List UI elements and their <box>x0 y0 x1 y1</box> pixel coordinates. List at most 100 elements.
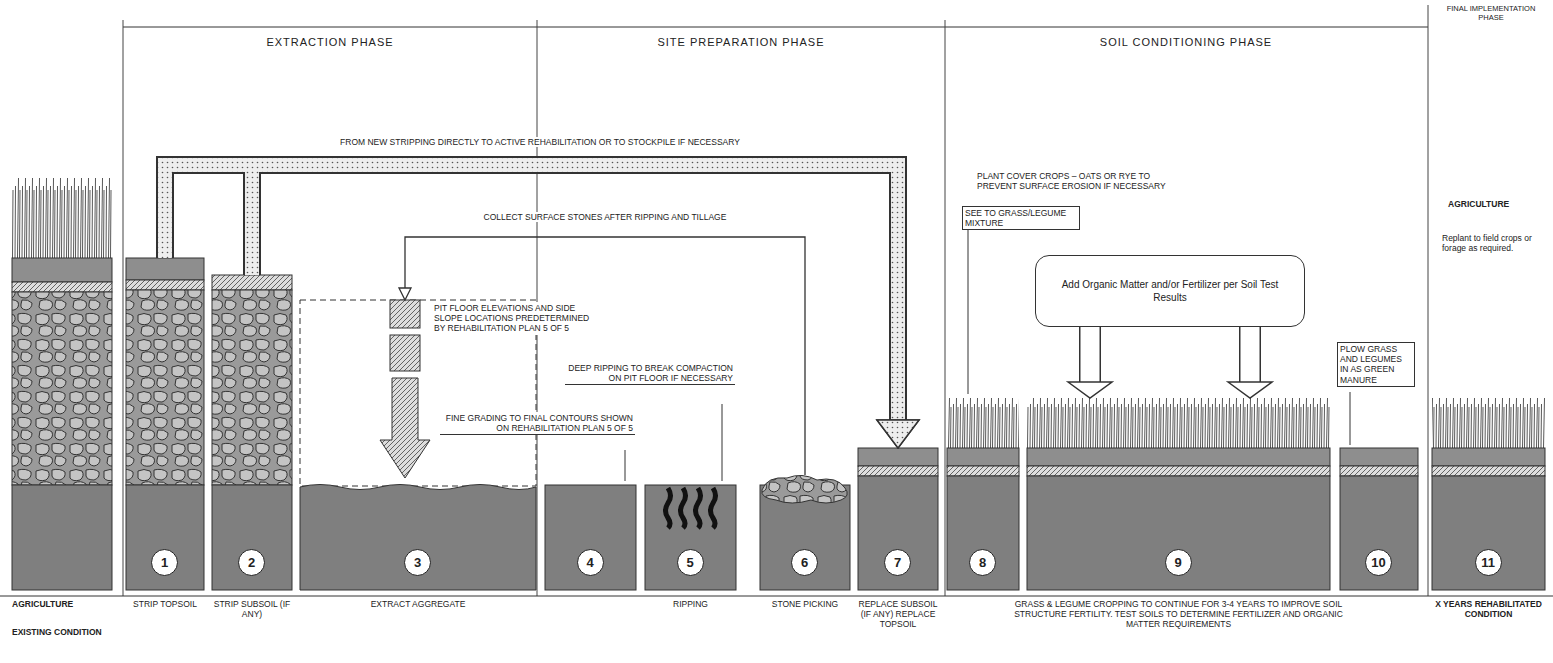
strip-topsoil-profile <box>126 280 204 290</box>
step-caption-group: STRIP SUBSOIL (IF ANY) <box>213 599 291 619</box>
step-caption-group: X YEARS REHABILITATED CONDITION <box>1433 599 1545 619</box>
transfer-arrow <box>252 165 898 420</box>
step-caption: RIPPING <box>646 599 736 609</box>
replaced-soil-profile <box>858 398 1545 590</box>
replaced-soil-profile <box>947 466 1019 476</box>
ripping-profile <box>645 485 736 590</box>
callout-number: 3 <box>404 549 431 576</box>
leader-line <box>1350 392 1351 445</box>
ripping-profile <box>645 485 736 590</box>
existing-profile <box>12 292 112 485</box>
replaced-soil-profile <box>858 466 938 476</box>
callout-number: 4 <box>577 549 604 576</box>
base-line <box>0 596 1553 597</box>
replaced-soil-profile <box>947 398 1019 448</box>
transfer-arrow <box>252 165 898 420</box>
phase-divider <box>123 5 1428 596</box>
replaced-soil-profile <box>1027 448 1330 466</box>
phase-header: SITE PREPARATION PHASE <box>651 36 830 49</box>
strip-topsoil-profile <box>126 290 204 485</box>
leader-line <box>722 404 723 481</box>
callout-number: 7 <box>884 549 911 576</box>
step-caption: GRASS & LEGUME CROPPING TO CONTINUE FOR … <box>1009 599 1349 630</box>
arrow-label: FROM NEW STRIPPING DIRECTLY TO ACTIVE RE… <box>230 137 850 147</box>
callout-arrowhead <box>1068 382 1112 398</box>
return-arrowhead <box>399 288 411 300</box>
graded-floor <box>545 485 636 590</box>
replaced-soil-profile <box>1432 466 1545 476</box>
callout-arrow <box>1239 327 1261 382</box>
step-caption: STRIP SUBSOIL (IF ANY) <box>213 599 291 619</box>
callout-arrow <box>1081 327 1100 382</box>
phase-header-line <box>123 27 1428 28</box>
leader-line <box>968 224 969 394</box>
step-caption-group: RIPPING <box>646 599 736 609</box>
phase-header: FINAL IMPLEMENTATION PHASE <box>1432 4 1550 23</box>
callout-number: 11 <box>1475 549 1502 576</box>
callout-number: 2 <box>238 549 265 576</box>
existing-profile <box>12 485 112 590</box>
step-column: 3EXTRACT AGGREGATE <box>300 300 536 590</box>
step-caption-group: REPLACE SUBSOIL (IF ANY) REPLACE TOPSOIL <box>855 599 941 630</box>
replaced-soil-profile <box>947 476 1019 590</box>
strip-subsoil-profile <box>212 290 292 485</box>
phase-header: SOIL CONDITIONING PHASE <box>1094 36 1278 49</box>
callout-arrow <box>1241 327 1260 382</box>
callout-number: 6 <box>791 549 818 576</box>
step-caption: STONE PICKING <box>762 599 848 609</box>
step-column: 7REPLACE SUBSOIL (IF ANY) REPLACE TOPSOI… <box>858 448 938 590</box>
replaced-soil-profile <box>1340 476 1418 590</box>
replaced-soil-profile <box>1432 448 1545 466</box>
step-column: 4 <box>545 485 636 590</box>
step-caption-group: AGRICULTURE EXISTING CONDITION <box>12 599 122 637</box>
phase-divider <box>945 20 946 596</box>
callout-cloud: Add Organic Matter and/or Fertilizer per… <box>1035 255 1305 327</box>
condition-caption: AGRICULTURE <box>12 599 122 609</box>
step-column: 10 <box>1340 448 1418 590</box>
step-column: 1STRIP TOPSOIL <box>126 258 204 590</box>
annotation: DEEP RIPPING TO BREAK COMPACTION ON PIT … <box>565 362 735 385</box>
arrow-label: COLLECT SURFACE STONES AFTER RIPPING AND… <box>400 212 810 222</box>
annotation: SEE TO GRASS/LEGUME MIXTURE <box>962 206 1080 230</box>
replaced-soil-profile <box>1432 398 1545 448</box>
strip-subsoil-profile <box>212 275 292 590</box>
replaced-soil-profile <box>858 448 938 466</box>
strip-topsoil-profile <box>126 258 204 590</box>
annotation: PLANT COVER CROPS – OATS OR RYE TO PREVE… <box>975 170 1185 192</box>
replaced-soil-profile <box>947 448 1019 466</box>
phase-divider <box>123 20 124 596</box>
strip-topsoil-profile <box>126 258 204 280</box>
callout-number: 10 <box>1365 549 1392 576</box>
phase-divider <box>1428 5 1429 596</box>
stone-picking-profile <box>760 475 850 590</box>
existing-profile <box>12 258 112 282</box>
replaced-soil-profile <box>1027 466 1330 476</box>
callout-number: 8 <box>969 549 996 576</box>
condition-caption: EXISTING CONDITION <box>12 627 122 637</box>
annotation: PLOW GRASS AND LEGUMES IN AS GREEN MANUR… <box>1337 342 1415 387</box>
replaced-soil-profile <box>858 476 938 590</box>
transfer-arrow <box>165 165 898 420</box>
strip-subsoil-profile <box>212 485 292 590</box>
existing-condition-column: AGRICULTUREEXISTING CONDITION <box>12 178 112 590</box>
step-column: 9GRASS & LEGUME CROPPING TO CONTINUE FOR… <box>1027 398 1330 590</box>
annotation: PIT FLOOR ELEVATIONS AND SIDE SLOPE LOCA… <box>432 302 592 335</box>
replaced-soil-profile <box>1027 398 1330 448</box>
callout-text: Add Organic Matter and/or Fertilizer per… <box>1058 278 1282 304</box>
stone-picking-profile <box>762 475 847 503</box>
replaced-soil-profile <box>1027 476 1330 590</box>
callout-number: 9 <box>1165 549 1192 576</box>
step-column: 8 <box>947 398 1019 590</box>
transfer-arrow <box>165 165 898 420</box>
extraction-pit <box>380 378 430 478</box>
step-column: 5RIPPING <box>645 485 736 590</box>
extraction-pit <box>390 335 420 371</box>
phase-header-line <box>123 27 1428 28</box>
step-caption-group: GRASS & LEGUME CROPPING TO CONTINUE FOR … <box>1009 599 1349 630</box>
existing-profile <box>12 178 112 590</box>
leader-line <box>625 450 626 481</box>
step-column: 11X YEARS REHABILITATED CONDITION <box>1432 398 1545 590</box>
